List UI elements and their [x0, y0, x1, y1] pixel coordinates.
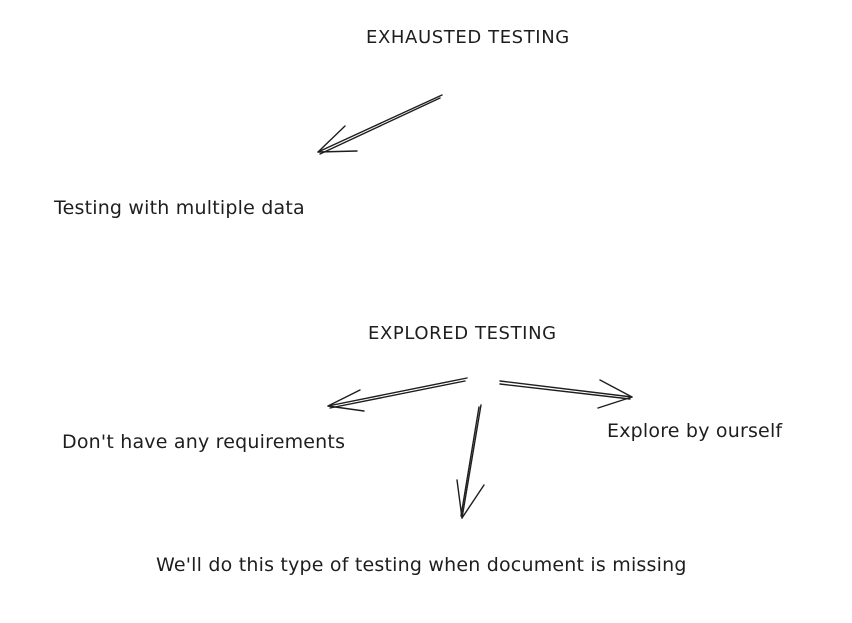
- node-document-missing: We'll do this type of testing when docum…: [156, 554, 687, 576]
- node-exhausted-testing: EXHAUSTED TESTING: [366, 27, 570, 48]
- node-explore-by-ourself: Explore by ourself: [607, 420, 783, 442]
- arrow-exhausted-to-multiple: [317, 94, 443, 155]
- arrow-explored-to-explore-by-ourself: [499, 379, 633, 409]
- arrow-explored-to-no-requirements: [327, 377, 468, 412]
- node-explored-testing: EXPLORED TESTING: [368, 323, 557, 344]
- arrow-explored-to-document-missing: [456, 404, 485, 519]
- node-no-requirements: Don't have any requirements: [62, 431, 346, 453]
- node-testing-with-multiple-data: Testing with multiple data: [54, 197, 305, 219]
